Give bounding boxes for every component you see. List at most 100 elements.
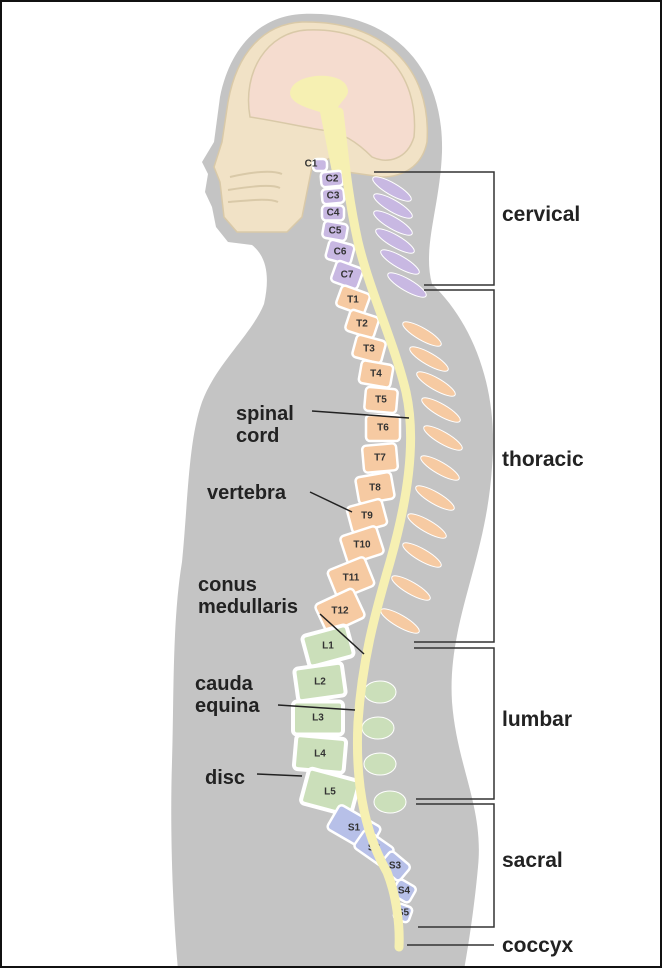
vertebra-label: T2: [356, 319, 368, 330]
callout-vertebra: vertebra: [207, 482, 287, 504]
callout-spinal-cord-1: spinal: [236, 403, 294, 425]
vertebra-c4: C4: [320, 204, 346, 222]
vertebra-t10: T10: [339, 525, 385, 565]
spinous-process-t10: [402, 542, 442, 568]
spinous-process-c3: [373, 193, 413, 219]
vertebra-l5: L5: [299, 766, 361, 818]
callout-disc: disc: [205, 767, 245, 789]
vertebra-label: T11: [343, 573, 360, 584]
vertebra-body: [300, 623, 356, 669]
spinous-process-l4: [363, 752, 397, 776]
vertebra-label: S3: [389, 861, 402, 872]
vertebra-l4: L4: [291, 733, 349, 775]
spinous-process-t9: [407, 513, 447, 539]
vertebra-label: T8: [369, 483, 381, 494]
vertebra-label: C7: [341, 270, 354, 281]
vertebra-body: [299, 766, 361, 818]
spinous-process-t5: [421, 397, 461, 423]
callout-spinal-cord-2: cord: [236, 425, 279, 447]
label-coccyx: coccyx: [502, 934, 574, 957]
vertebra-body: [339, 525, 385, 565]
vertebra-label: C4: [327, 208, 340, 219]
vertebra-body: [291, 699, 345, 737]
callout-cauda-1: cauda: [195, 673, 254, 695]
vertebra-body: [335, 284, 371, 316]
vertebra-label: C5: [329, 226, 342, 237]
spinous-processes: [361, 176, 463, 814]
vertebra-label: T9: [361, 511, 373, 522]
vertebra-c5: C5: [321, 219, 349, 243]
spinous-process-t7: [420, 455, 460, 481]
vertebra-t6: T6: [364, 413, 402, 443]
spinous-process-t11: [391, 575, 431, 601]
callout-conus-1: conus: [198, 574, 257, 596]
vertebra-label: T7: [374, 453, 386, 464]
vertebra-t7: T7: [360, 442, 400, 474]
vertebra-label: T5: [375, 395, 387, 406]
vertebra-label: S5: [397, 908, 410, 919]
spinous-process-l3: [361, 716, 395, 740]
spinous-process-l5: [373, 790, 407, 814]
vertebra-c3: C3: [320, 186, 346, 206]
vertebra-label: S1: [348, 823, 361, 834]
spinous-process-c7: [387, 272, 427, 298]
vertebra-label: L4: [314, 749, 326, 760]
vertebra-label: T12: [331, 606, 349, 617]
brainstem: [290, 75, 349, 172]
label-sacral: sacral: [502, 849, 563, 872]
vertebra-label: L5: [324, 787, 336, 798]
vertebra-label: C6: [334, 247, 347, 258]
label-cervical: cervical: [502, 203, 580, 226]
vertebra-body: [360, 442, 400, 474]
vertebra-label: L3: [312, 713, 324, 724]
vertebra-c2: C2: [319, 169, 345, 189]
vertebra-label: T3: [363, 344, 375, 355]
vertebral-column: C1C2C3C4C5C6C7T1T2T3T4T5T6T7T8T9T10T11T1…: [291, 157, 417, 924]
vertebra-l3: L3: [291, 699, 345, 737]
vertebra-label: T4: [370, 369, 382, 380]
vertebra-body: [357, 359, 395, 389]
spinous-process-t6: [423, 425, 463, 451]
vertebra-label: S4: [398, 886, 411, 897]
vertebra-label: C3: [327, 191, 340, 202]
vertebra-body: [320, 186, 346, 206]
vertebra-t4: T4: [357, 359, 395, 389]
label-lumbar: lumbar: [502, 708, 572, 731]
spinous-process-c4: [373, 210, 413, 236]
vertebra-label: L1: [322, 641, 334, 652]
vertebra-label: T10: [353, 540, 371, 551]
vertebra-label: C2: [326, 174, 339, 185]
vertebra-t11: T11: [326, 556, 376, 600]
label-thoracic: thoracic: [502, 448, 584, 471]
vertebra-body: [326, 556, 376, 600]
vertebra-body: [364, 413, 402, 443]
spinous-process-c2: [372, 176, 412, 202]
jaw-lines: [227, 170, 283, 203]
spinous-process-t4: [416, 371, 456, 397]
vertebra-l2: L2: [292, 660, 348, 704]
region-brackets: [374, 171, 495, 946]
vertebra-t5: T5: [363, 385, 399, 415]
spinal-cord: [334, 107, 416, 952]
callout-lines: [256, 410, 410, 777]
vertebra-label: L2: [314, 677, 326, 688]
spinous-process-c5: [375, 228, 415, 254]
vertebra-l1: L1: [300, 623, 356, 669]
spinous-process-t2: [402, 321, 442, 347]
callout-cauda-2: equina: [195, 695, 260, 717]
vertebra-body: [292, 660, 348, 704]
vertebra-t1: T1: [335, 284, 371, 316]
vertebra-c7: C7: [329, 259, 365, 291]
vertebra-body: [363, 385, 399, 415]
vertebra-label: T1: [347, 295, 359, 306]
spinous-process-t8: [415, 485, 455, 511]
vertebra-t8: T8: [354, 470, 396, 506]
vertebra-c1: C1: [305, 157, 329, 173]
callout-conus-2: medullaris: [198, 596, 298, 618]
vertebra-label: T6: [377, 423, 389, 434]
vertebra-body: [320, 204, 346, 222]
spinous-process-c6: [380, 249, 420, 275]
spinous-process-t3: [409, 346, 449, 372]
